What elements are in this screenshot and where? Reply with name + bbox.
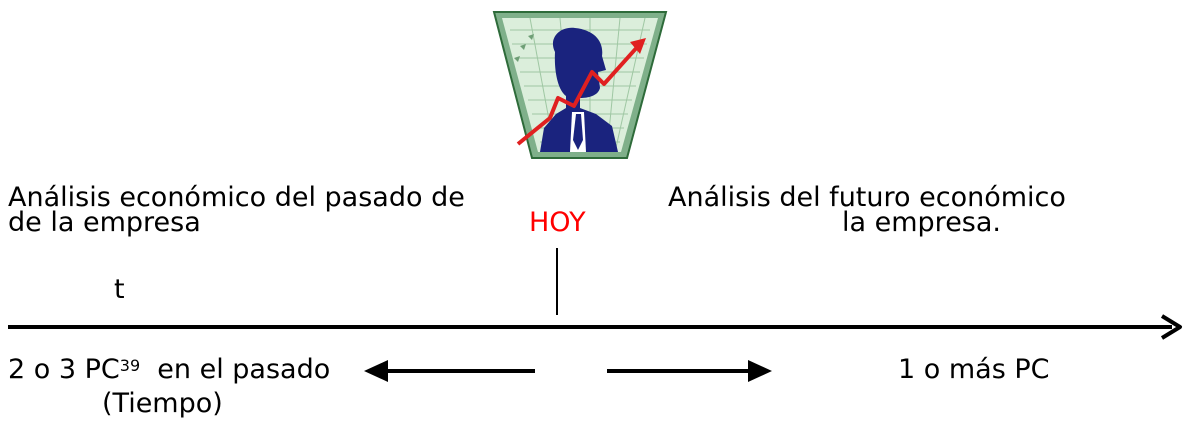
footnote-ref: 39	[119, 356, 141, 375]
future-arrow	[607, 360, 772, 382]
future-analysis-line2: la empresa.	[842, 207, 1001, 238]
today-label: HOY	[529, 207, 586, 238]
time-label: (Tiempo)	[102, 388, 223, 419]
future-analysis-line1: Análisis del futuro económico	[668, 182, 1066, 213]
businessman-trend-arrow-icon	[492, 11, 668, 159]
past-analysis-line2: de la empresa	[8, 207, 201, 238]
future-periods-label: 1 o más PC	[898, 354, 1050, 385]
past-analysis-line1: Análisis económico del pasado de	[8, 182, 465, 213]
past-periods-label: 2 o 3 PC39 en el pasado	[8, 354, 330, 386]
time-variable-label: t	[114, 274, 125, 305]
past-pc-tail: en el pasado	[140, 354, 331, 385]
past-arrow	[364, 360, 535, 382]
past-pc-text: 2 o 3 PC	[8, 354, 120, 385]
time-axis	[8, 314, 1182, 340]
